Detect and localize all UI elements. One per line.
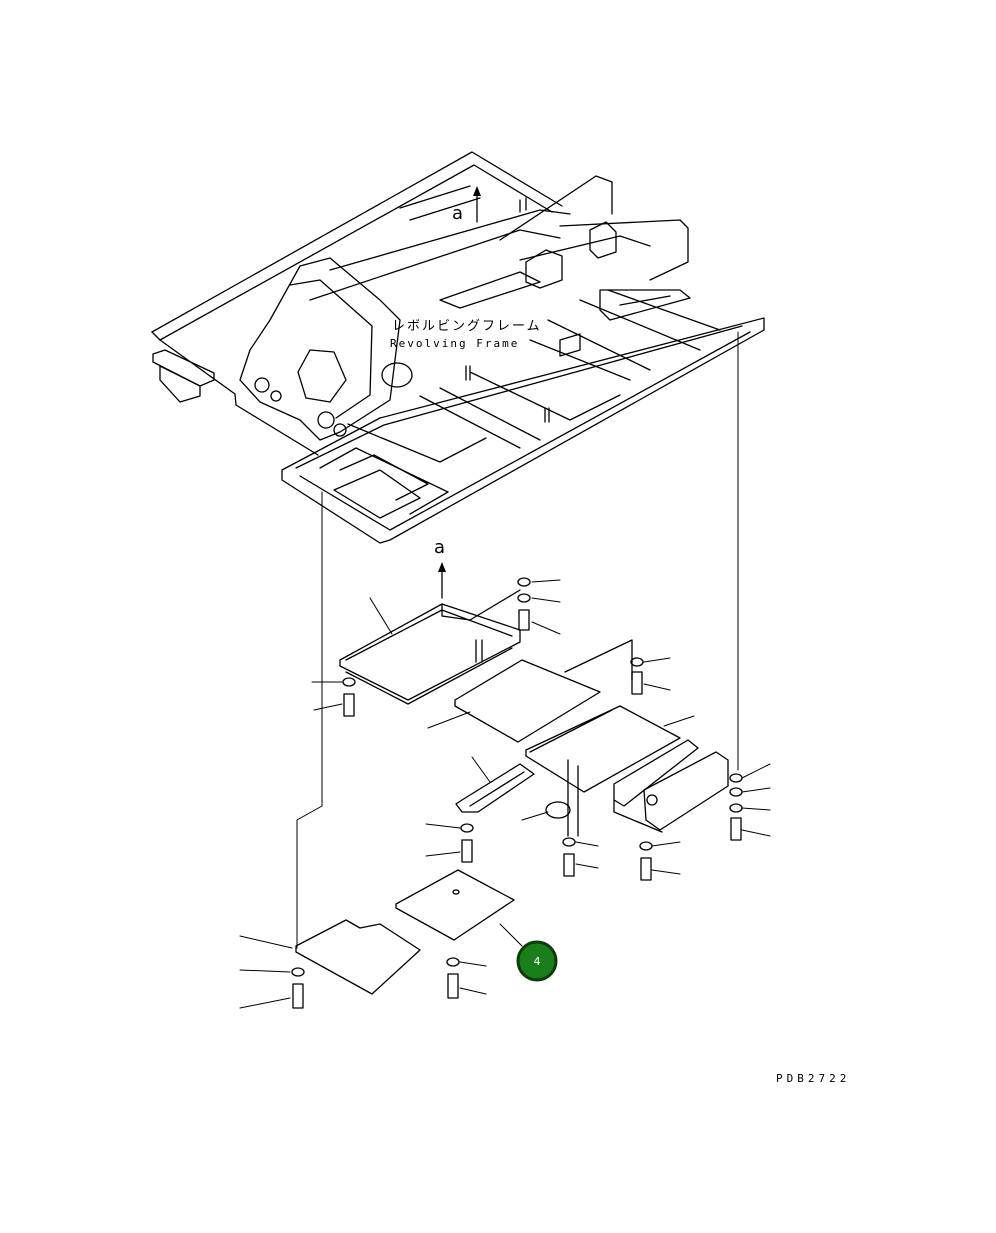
cover-plate-upper-left[interactable] bbox=[339, 589, 521, 705]
arrow-a-bottom-label: a bbox=[434, 537, 445, 558]
cover-plate-middle[interactable] bbox=[454, 639, 633, 743]
callout-4[interactable]: 4 bbox=[516, 940, 558, 982]
cover-plate-small[interactable] bbox=[455, 763, 571, 819]
fasteners bbox=[239, 577, 771, 1009]
arrow-a-top: a bbox=[452, 186, 481, 224]
frame-label-english: Revolving Frame bbox=[390, 337, 519, 350]
arrow-a-top-label: a bbox=[452, 203, 463, 224]
callout-4-number: 4 bbox=[534, 955, 541, 968]
leader-line-left bbox=[296, 491, 323, 949]
cover-plate-lower[interactable] bbox=[395, 869, 515, 941]
revolving-frame bbox=[151, 151, 765, 544]
frame-label-japanese: レボルビングフレーム bbox=[392, 319, 542, 334]
cover-plate-right[interactable] bbox=[525, 705, 681, 837]
arrow-a-bottom: a bbox=[434, 537, 446, 599]
drawing-code: PDB2722 bbox=[776, 1072, 850, 1085]
cover-box[interactable] bbox=[613, 739, 729, 833]
cover-plate-bottom-left[interactable] bbox=[295, 919, 421, 995]
